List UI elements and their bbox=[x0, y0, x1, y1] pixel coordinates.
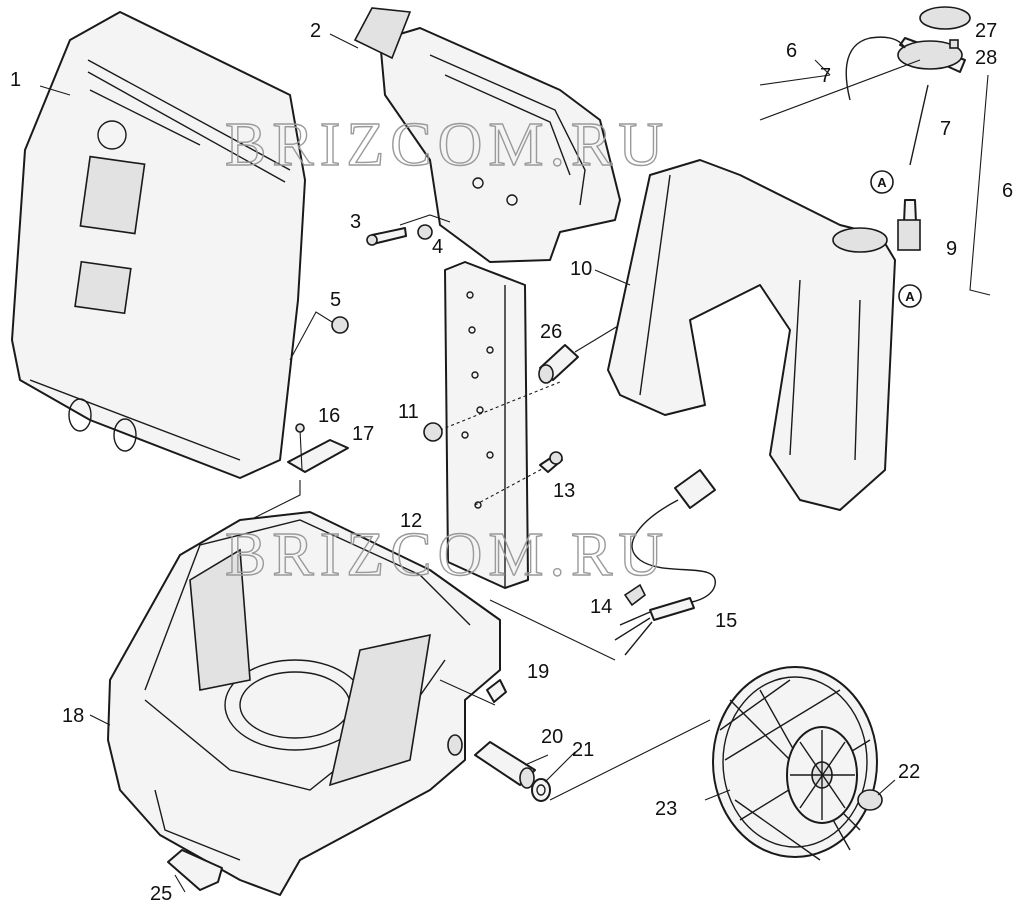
callout-6-right: 6 bbox=[1002, 180, 1013, 202]
part-handle bbox=[353, 7, 621, 263]
part-frame-rail bbox=[439, 261, 561, 589]
callout-4: 4 bbox=[432, 236, 443, 258]
part-front-cover bbox=[11, 11, 306, 479]
part-hub-cap bbox=[857, 789, 883, 811]
part-foot bbox=[167, 849, 223, 891]
badge-a-bottom-label: A bbox=[905, 289, 915, 304]
callout-labels: 1 2 3 4 5 6 7 7 6 27 28 9 10 26 11 12 13… bbox=[10, 20, 1013, 905]
callout-18: 18 bbox=[62, 705, 84, 727]
part-screw bbox=[539, 451, 563, 473]
callout-14: 14 bbox=[590, 596, 612, 618]
part-plug bbox=[423, 422, 443, 442]
callout-9: 9 bbox=[946, 238, 957, 260]
callout-23: 23 bbox=[655, 798, 677, 820]
callout-7-right: 7 bbox=[940, 118, 951, 140]
callout-13: 13 bbox=[553, 480, 575, 502]
callout-leaders bbox=[39, 33, 921, 893]
callout-22: 22 bbox=[898, 761, 920, 783]
part-base-housing bbox=[107, 511, 501, 896]
part-bracket-plate bbox=[239, 423, 349, 526]
part-clip-19 bbox=[439, 679, 507, 706]
callout-21: 21 bbox=[572, 739, 594, 761]
part-axle-and-washer bbox=[474, 719, 711, 802]
badge-a-bottom: A bbox=[898, 284, 922, 308]
callout-27: 27 bbox=[975, 20, 997, 42]
part-cable-assembly bbox=[489, 469, 716, 661]
watermark-middle: BRIZCOM.RU bbox=[225, 521, 669, 589]
badge-a-top-label: A bbox=[877, 175, 887, 190]
callout-28: 28 bbox=[975, 47, 997, 69]
callout-26: 26 bbox=[540, 321, 562, 343]
part-bolt-and-nut bbox=[366, 214, 451, 246]
callout-1: 1 bbox=[10, 69, 21, 91]
part-tank bbox=[607, 159, 896, 511]
callout-12: 12 bbox=[400, 510, 422, 532]
part-wheel bbox=[712, 666, 878, 861]
callout-20: 20 bbox=[541, 726, 563, 748]
callout-2: 2 bbox=[310, 20, 321, 42]
callout-10: 10 bbox=[570, 258, 592, 280]
callout-15: 15 bbox=[715, 610, 737, 632]
part-clip bbox=[289, 311, 349, 361]
callout-3: 3 bbox=[350, 211, 361, 233]
callout-19: 19 bbox=[527, 661, 549, 683]
callout-11: 11 bbox=[398, 401, 419, 423]
badge-a-top: A bbox=[870, 170, 894, 194]
watermark-group: BRIZCOM.RU BRIZCOM.RU bbox=[224, 110, 669, 589]
callout-16: 16 bbox=[318, 405, 340, 427]
callout-6-top: 6 bbox=[786, 40, 797, 62]
callout-5: 5 bbox=[330, 289, 341, 311]
watermark-top: BRIZCOM.RU bbox=[225, 111, 669, 179]
callout-7-left: 7 bbox=[820, 65, 831, 87]
callout-17: 17 bbox=[352, 423, 374, 445]
callout-25: 25 bbox=[150, 883, 172, 905]
